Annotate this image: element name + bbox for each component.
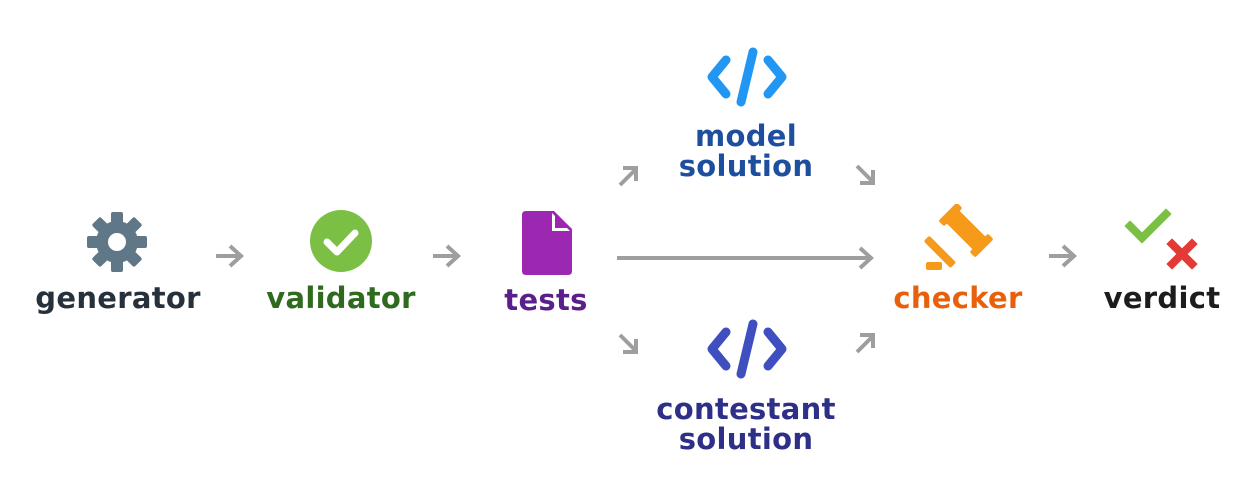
code-icon [707,47,787,107]
verdict-check-icon [1124,208,1172,244]
tests-label: tests [504,283,588,317]
arrow-tests-checker [617,246,874,270]
arrow-checker-verdict [1049,244,1077,268]
arrow-contestant-checker [855,333,875,354]
gavel-icon [924,204,993,270]
contestant-solution-label-line1: contestant [656,392,836,426]
check-circle-icon [310,210,372,272]
generator-label: generator [35,281,201,315]
validator-label: validator [266,281,416,315]
contestant-solution-label-line2: solution [678,422,814,456]
model-solution-label-line1: model [694,119,797,153]
arrow-tests-model [618,166,638,187]
gear-icon [87,212,147,272]
file-icon [522,211,572,275]
verdict-label: verdict [1103,281,1221,315]
code-icon [707,319,787,379]
check-cross-icon [1124,208,1198,270]
verdict-cross-icon [1166,238,1198,270]
arrow-generator-validator [216,244,244,268]
arrow-validator-tests [433,244,461,268]
arrow-tests-contestant [618,333,638,354]
arrow-model-checker [855,164,875,185]
model-solution-label-line2: solution [678,149,814,183]
checker-label: checker [893,281,1023,315]
